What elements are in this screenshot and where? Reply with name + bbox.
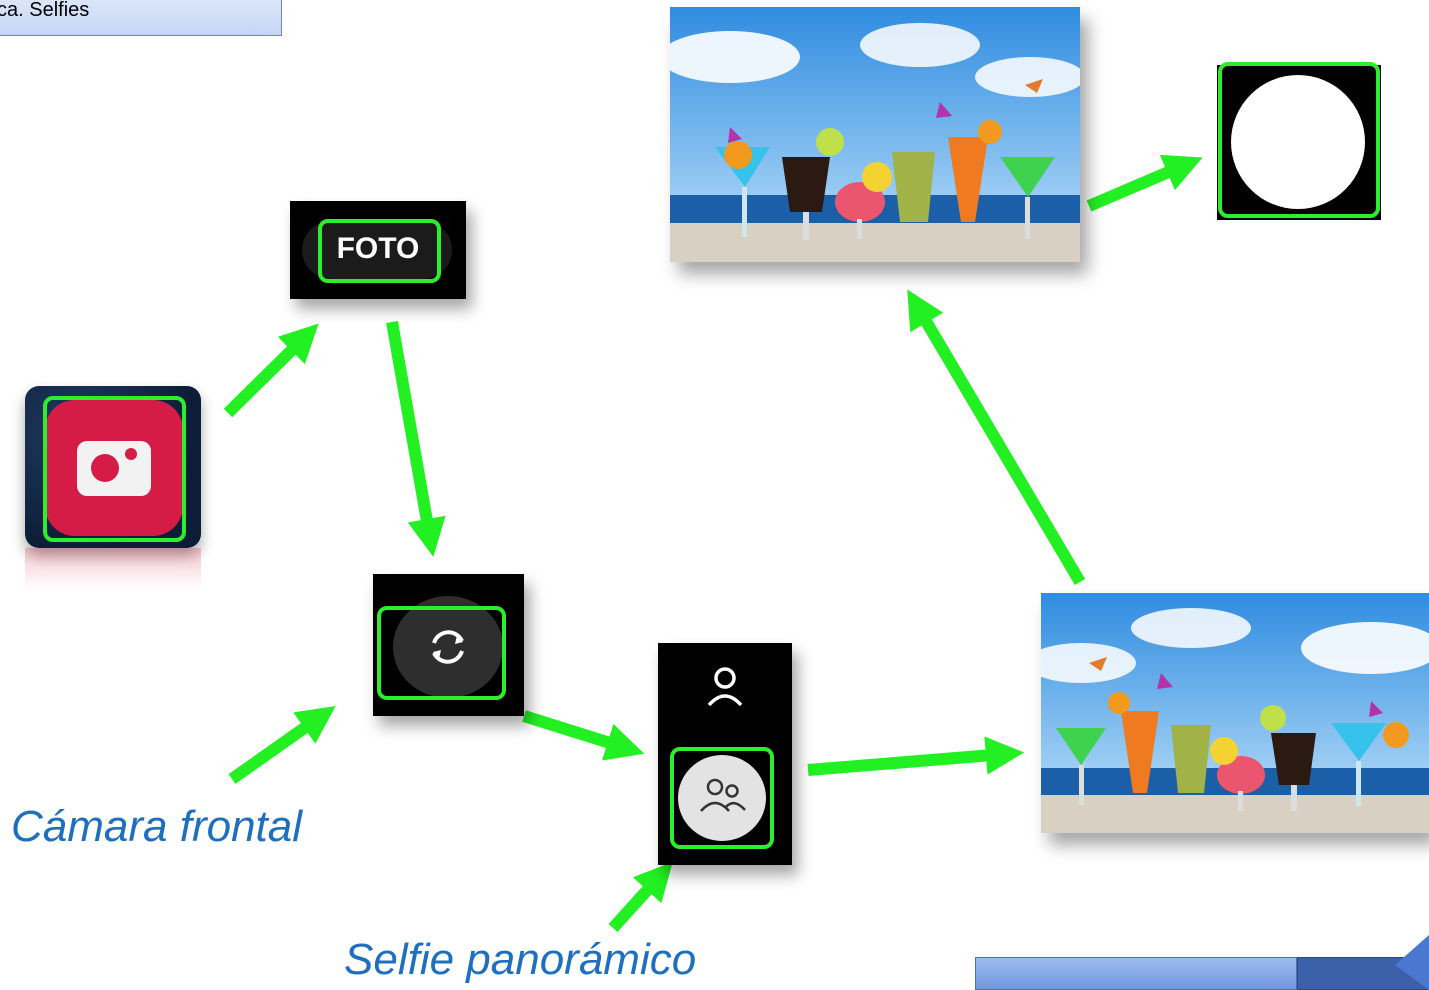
cocktails-photo <box>670 7 1080 262</box>
panoramic-selfie-photo <box>1041 593 1429 833</box>
foto-pill <box>302 221 452 279</box>
nav-back-arrow-icon[interactable] <box>1395 935 1429 990</box>
camera-glyph-icon <box>77 441 151 496</box>
arrow-caption-to-group <box>608 861 673 933</box>
group-selfie-button[interactable] <box>678 755 766 841</box>
foto-mode-tile: FOTO <box>290 201 466 299</box>
highlight-app <box>43 396 186 542</box>
highlight-switch <box>377 606 506 700</box>
highlight-foto <box>318 219 441 283</box>
switch-camera-button[interactable] <box>393 596 503 698</box>
switch-camera-tile <box>373 574 524 716</box>
header-label-box: ca. Selfies <box>0 0 282 36</box>
highlight-group-selfie <box>670 747 774 849</box>
selfie-mode-tile <box>658 643 792 865</box>
app-icon-reflection <box>25 548 201 590</box>
foto-mode-button[interactable]: FOTO <box>336 232 420 265</box>
nav-bar-left[interactable] <box>975 957 1297 990</box>
group-selfie-icon <box>700 778 746 812</box>
panoramic-cocktails-illustration <box>1041 593 1429 833</box>
person-icon[interactable] <box>705 665 745 711</box>
arrow-photo-to-shutter <box>1086 154 1203 212</box>
header-label: ca. Selfies <box>0 0 90 21</box>
arrow-selfie-to-photo <box>807 736 1025 776</box>
slide-nav-bar <box>975 935 1429 990</box>
camera-app-body <box>45 400 183 536</box>
panoramic-selfie-caption: Selfie panorámico <box>344 935 697 984</box>
arrow-photo-to-top-photo <box>907 289 1086 586</box>
arrow-caption-to-switch <box>228 705 336 784</box>
camera-app-icon[interactable] <box>25 386 201 548</box>
highlight-shutter <box>1218 62 1380 218</box>
shutter-tile <box>1217 62 1381 220</box>
arrow-foto-to-switch <box>386 320 446 557</box>
shutter-button-icon[interactable] <box>1231 75 1365 209</box>
arrow-switch-to-selfie <box>522 710 645 761</box>
front-camera-caption: Cámara frontal <box>11 802 303 851</box>
switch-camera-icon <box>432 630 464 664</box>
cocktails-illustration <box>670 7 1080 262</box>
arrow-app-to-foto <box>223 323 319 418</box>
